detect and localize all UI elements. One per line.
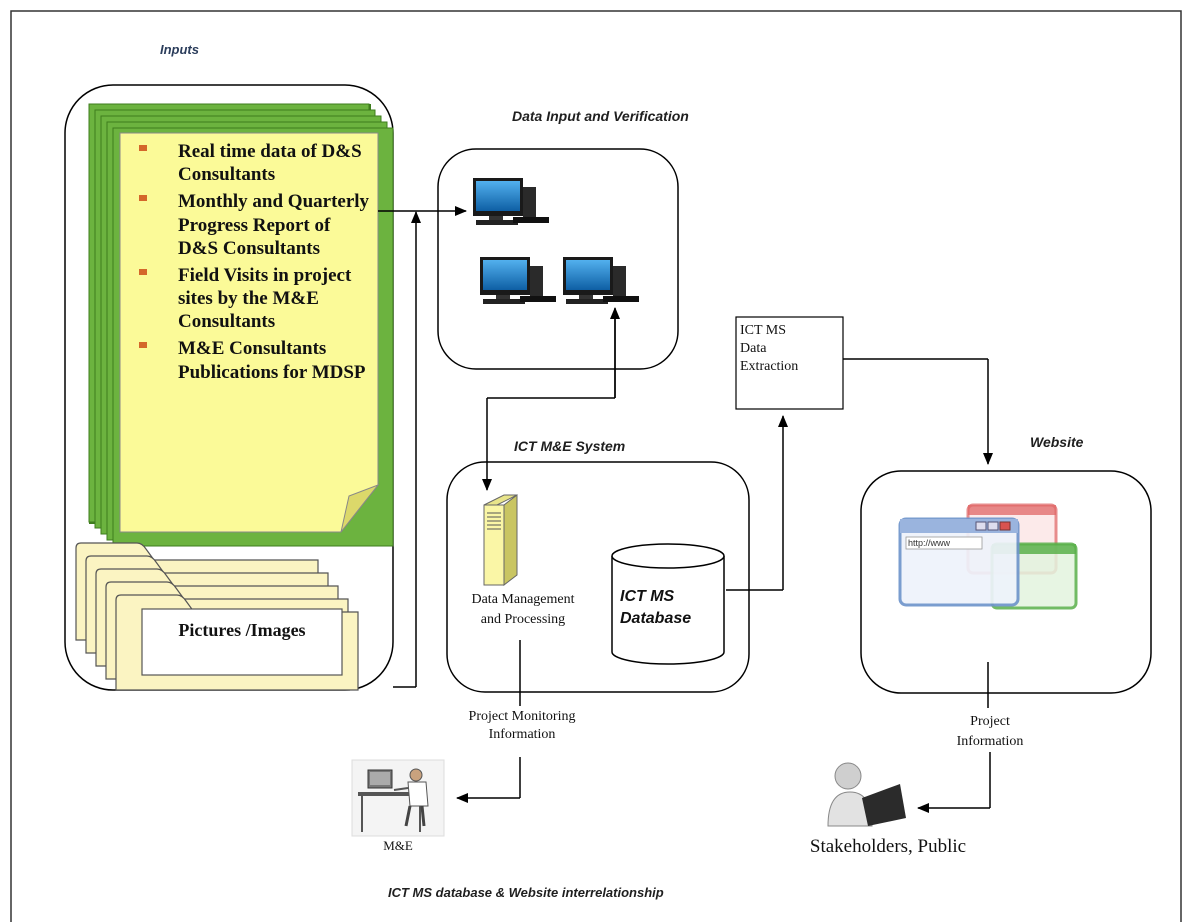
database-icon [611,543,725,665]
ict-me-system-label: ICT M&E System [514,438,626,454]
outer-frame [10,10,1182,922]
bullet-icon [139,268,147,275]
pi-label: Project Information [940,712,1040,752]
note-fold [340,483,380,533]
me-label: M&E [383,838,413,853]
me-person-icon [351,759,445,837]
inputs-label: Inputs [160,42,199,57]
input-item: Real time data of D&S Consultants [132,140,372,186]
monitor-icon [563,257,639,304]
browser-windows-icon [898,503,1078,610]
database-label: ICT MS Database [620,588,692,627]
extraction-box [735,316,844,410]
pmi-label: Project Monitoring Information [442,708,602,744]
bullet-icon [139,342,147,349]
input-item: Monthly and Quarterly Progress Report of… [132,190,372,260]
website-label: Website [1030,434,1084,450]
bullet-icon [139,195,147,202]
folder-stack [75,542,359,691]
data-input-verification-label: Data Input and Verification [512,108,689,124]
input-item: M&E Consultants Publications for MDSP [132,337,372,383]
server-label: Data Management and Processing [471,592,575,627]
connector-lines [378,206,993,813]
inputs-list: Real time data of D&S Consultants Monthl… [132,140,372,388]
diagram-caption: ICT MS database & Website interrelations… [388,885,664,900]
extraction-label: ICT MS Data Extraction [740,323,799,374]
stakeholders-label: Stakeholders, Public [809,836,967,857]
pictures-images-label: Pictures /Images [178,620,306,640]
server-icon [483,493,518,587]
browser-url-text: http://www [908,538,951,548]
monitor-icon [473,178,549,225]
input-item: Field Visits in project sites by the M&E… [132,264,372,334]
stakeholder-person-icon [827,762,906,827]
pictures-label-box [141,608,343,676]
note-stack [88,103,394,547]
monitor-icon [480,257,556,304]
bullet-icon [139,145,147,151]
